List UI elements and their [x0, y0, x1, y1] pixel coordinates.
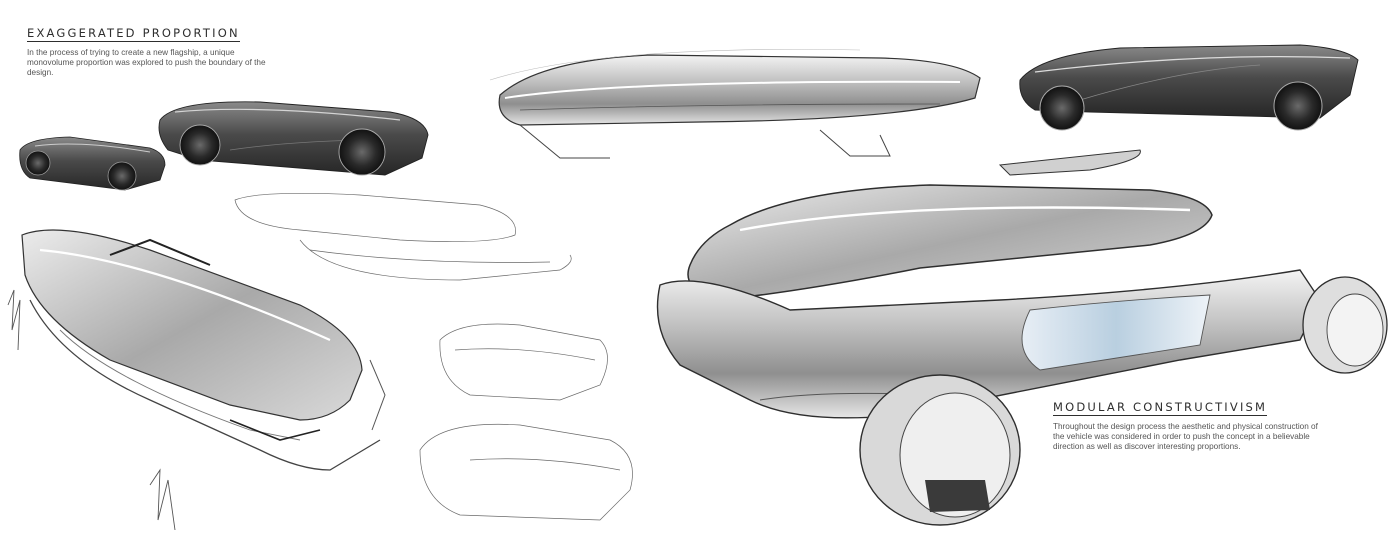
exaggerated-proportion-text: In the process of trying to create a new… — [27, 48, 266, 78]
top-view-sketch — [21, 229, 386, 471]
medium-dark-render — [158, 101, 429, 176]
centre-line-sketches — [234, 192, 633, 521]
exaggerated-proportion-heading: EXAGGERATED PROPORTION — [27, 26, 240, 42]
small-dark-render — [19, 136, 166, 191]
dark-suv-render — [1019, 44, 1359, 131]
modular-constructivism-text: Throughout the design process the aesthe… — [1053, 422, 1318, 452]
signature-scribble — [7, 289, 176, 531]
exaggerated-proportion-caption: EXAGGERATED PROPORTION In the process of… — [27, 24, 267, 79]
modular-constructivism-heading: MODULAR CONSTRUCTIVISM — [1053, 400, 1268, 416]
monovolume-side-sketch — [489, 49, 981, 159]
modular-vehicle-render — [656, 149, 1388, 526]
modular-constructivism-caption: MODULAR CONSTRUCTIVISM Throughout the de… — [1053, 398, 1323, 453]
